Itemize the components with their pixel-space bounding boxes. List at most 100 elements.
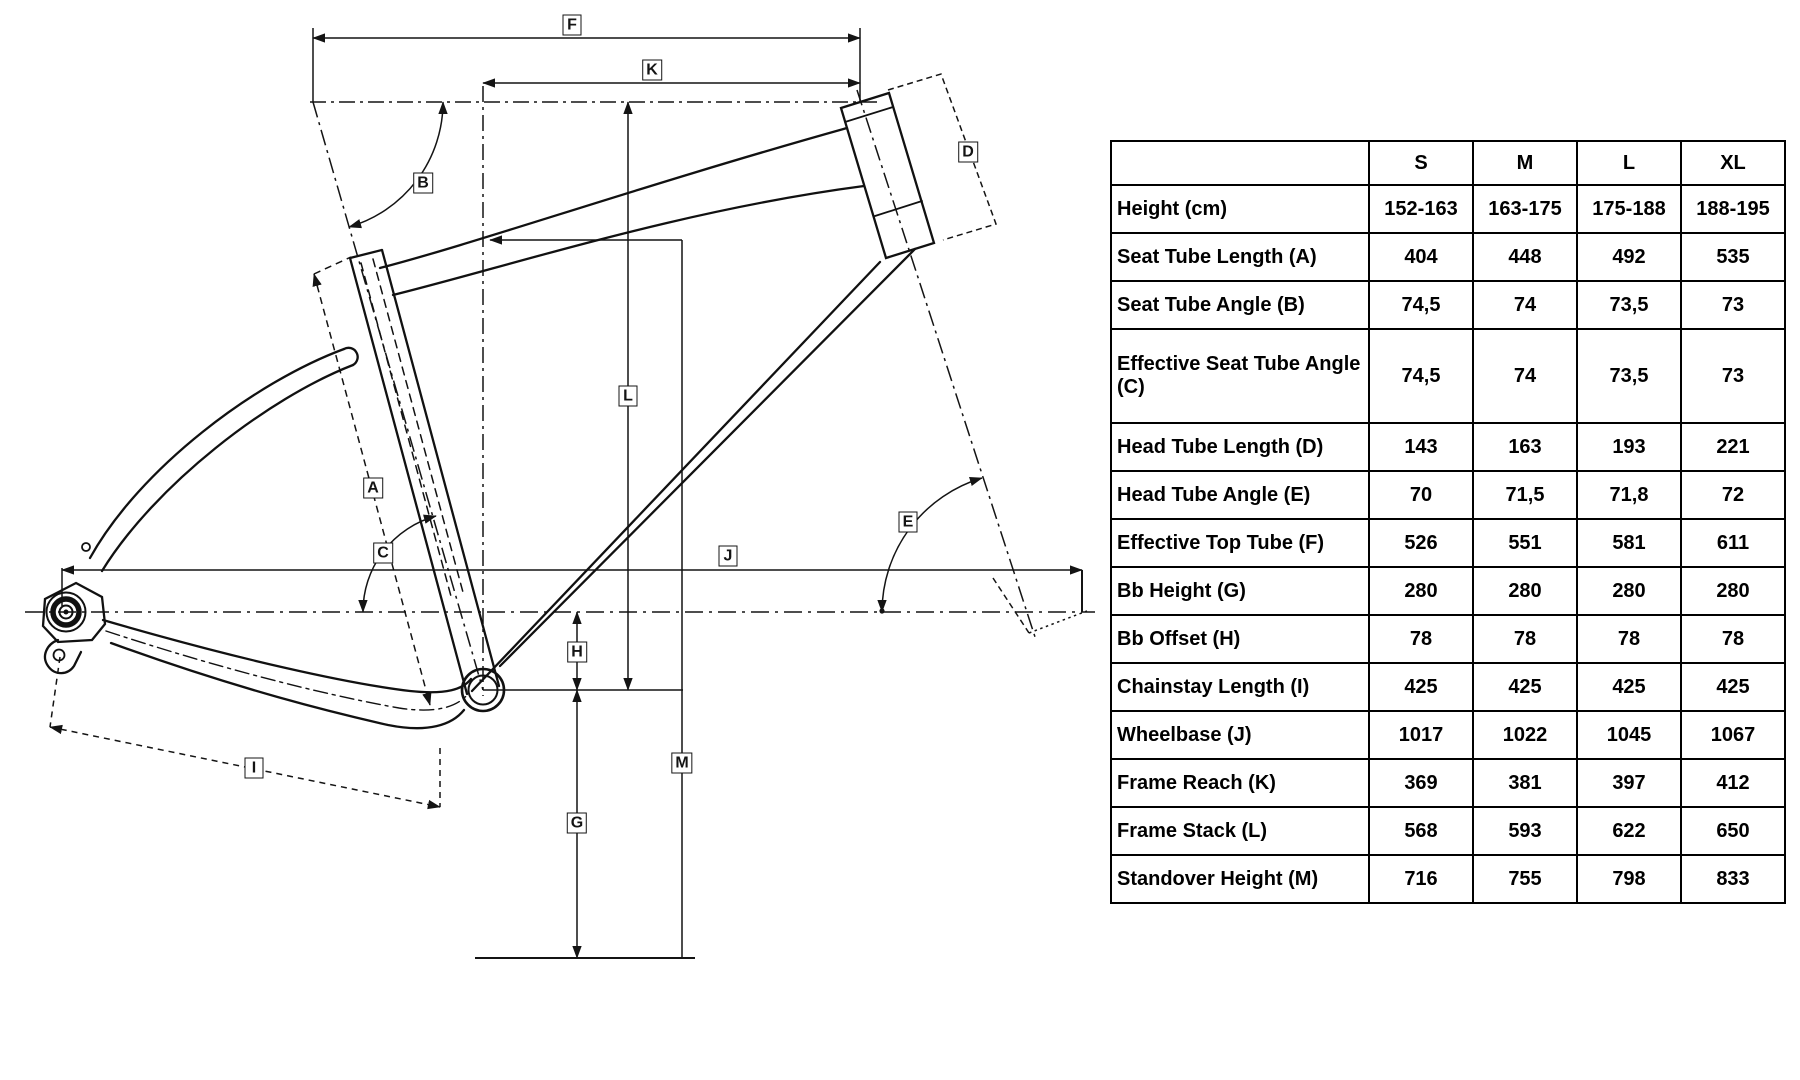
fork-tip-dotted (1028, 610, 1088, 634)
chain-stay-upper (101, 618, 473, 694)
cell-value: 526 (1368, 518, 1474, 568)
dim-label-C: C (373, 542, 393, 564)
seat-tube-axis (312, 101, 484, 691)
dim-label-F: F (562, 14, 582, 36)
cell-value: 369 (1368, 758, 1474, 808)
cell-value: 72 (1680, 470, 1786, 520)
cell-value: 535 (1680, 232, 1786, 282)
head-tube (839, 91, 936, 260)
cell-value: 798 (1576, 854, 1682, 904)
cell-value: 1017 (1368, 710, 1474, 760)
table-row: Standover Height (M) 716 755 798 833 (1110, 854, 1786, 904)
table-row: Frame Reach (K) 369 381 397 412 (1110, 758, 1786, 808)
cell-value: 611 (1680, 518, 1786, 568)
table-row: Effective Top Tube (F) 526 551 581 611 (1110, 518, 1786, 568)
row-label: Seat Tube Angle (B) (1110, 280, 1370, 330)
cell-value: 280 (1472, 566, 1578, 616)
cell-value: 78 (1576, 614, 1682, 664)
rear-axle-center (63, 609, 69, 615)
cell-value: 74 (1472, 280, 1578, 330)
dim-label-B: B (413, 172, 433, 194)
row-label: Bb Offset (H) (1110, 614, 1370, 664)
cell-value: 425 (1472, 662, 1578, 712)
angle-arc-C (358, 514, 437, 613)
cell-value: 163 (1472, 422, 1578, 472)
dim-label-K: K (642, 59, 662, 81)
cell-value: 425 (1680, 662, 1786, 712)
row-label: Height (cm) (1110, 184, 1370, 234)
head-tube-axis (856, 89, 1037, 641)
derailleur-hanger (43, 638, 83, 675)
frame-tubes (41, 91, 936, 730)
cell-value: 716 (1368, 854, 1474, 904)
cell-value: 412 (1680, 758, 1786, 808)
column-header-xl: XL (1680, 140, 1786, 186)
cell-value: 593 (1472, 806, 1578, 856)
dim-label-M: M (671, 752, 693, 774)
dimension-lines (25, 28, 1095, 959)
rear-axle-outer (45, 591, 87, 633)
fork-tip-dashed (992, 577, 1030, 634)
cell-value: 193 (1576, 422, 1682, 472)
seat-stay-end-cap (342, 346, 359, 367)
seat-stay-bolt (81, 542, 91, 552)
seat-stay-upper (88, 347, 346, 560)
seat-tube-right (380, 248, 501, 688)
row-label: Wheelbase (J) (1110, 710, 1370, 760)
cell-value: 74,5 (1368, 280, 1474, 330)
table-row: Bb Offset (H) 78 78 78 78 (1110, 614, 1786, 664)
cell-value: 78 (1680, 614, 1786, 664)
angle-arc-E (877, 476, 983, 613)
cell-value: 74,5 (1368, 328, 1474, 424)
head-tube-cup-bottom (874, 200, 923, 217)
cell-value: 152-163 (1368, 184, 1474, 234)
dim-label-A: A (363, 477, 383, 499)
dim-label-G: G (566, 812, 588, 834)
cell-value: 143 (1368, 422, 1474, 472)
cell-value: 280 (1680, 566, 1786, 616)
cell-value: 833 (1680, 854, 1786, 904)
cell-value: 221 (1680, 422, 1786, 472)
derailleur-hanger-hole (52, 648, 66, 662)
ext-line-A (313, 256, 352, 275)
table-row: Seat Tube Length (A) 404 448 492 535 (1110, 232, 1786, 282)
cell-value: 70 (1368, 470, 1474, 520)
column-header-s: S (1368, 140, 1474, 186)
down-tube-lower (470, 260, 882, 693)
table-row: Head Tube Length (D) 143 163 193 221 (1110, 422, 1786, 472)
table-row: Head Tube Angle (E) 70 71,5 71,8 72 (1110, 470, 1786, 520)
row-label: Bb Height (G) (1110, 566, 1370, 616)
cell-value: 650 (1680, 806, 1786, 856)
column-header-l: L (1576, 140, 1682, 186)
row-label: Effective Top Tube (F) (1110, 518, 1370, 568)
cell-value: 622 (1576, 806, 1682, 856)
seat-tube-top (348, 248, 384, 260)
row-label: Effective Seat Tube Angle (C) (1110, 328, 1370, 424)
chain-stay-centerline (105, 630, 469, 711)
table-row: Wheelbase (J) 1017 1022 1045 1067 (1110, 710, 1786, 760)
cell-value: 71,5 (1472, 470, 1578, 520)
seat-tube-left (348, 256, 469, 696)
table-row: Frame Stack (L) 568 593 622 650 (1110, 806, 1786, 856)
angle-arc-E-vertex-dot (879, 608, 885, 614)
table-row: Height (cm) 152-163 163-175 175-188 188-… (1110, 184, 1786, 234)
cell-value: 280 (1368, 566, 1474, 616)
cell-value: 175-188 (1576, 184, 1682, 234)
seatpost-inner-right (372, 258, 465, 597)
corner-cell (1110, 140, 1370, 186)
cell-value: 568 (1368, 806, 1474, 856)
dim-label-E: E (898, 511, 918, 533)
cell-value: 404 (1368, 232, 1474, 282)
chain-stay-lower (109, 641, 466, 730)
cell-value: 448 (1472, 232, 1578, 282)
frame-geometry-diagram: F K B D L A C E J H I M G (25, 14, 1095, 959)
cell-value: 73 (1680, 280, 1786, 330)
cell-value: 188-195 (1680, 184, 1786, 234)
table-row: Bb Height (G) 280 280 280 280 (1110, 566, 1786, 616)
cell-value: 73,5 (1576, 280, 1682, 330)
cell-value: 425 (1576, 662, 1682, 712)
down-tube-upper (498, 247, 917, 668)
cell-value: 1045 (1576, 710, 1682, 760)
row-label: Head Tube Angle (E) (1110, 470, 1370, 520)
